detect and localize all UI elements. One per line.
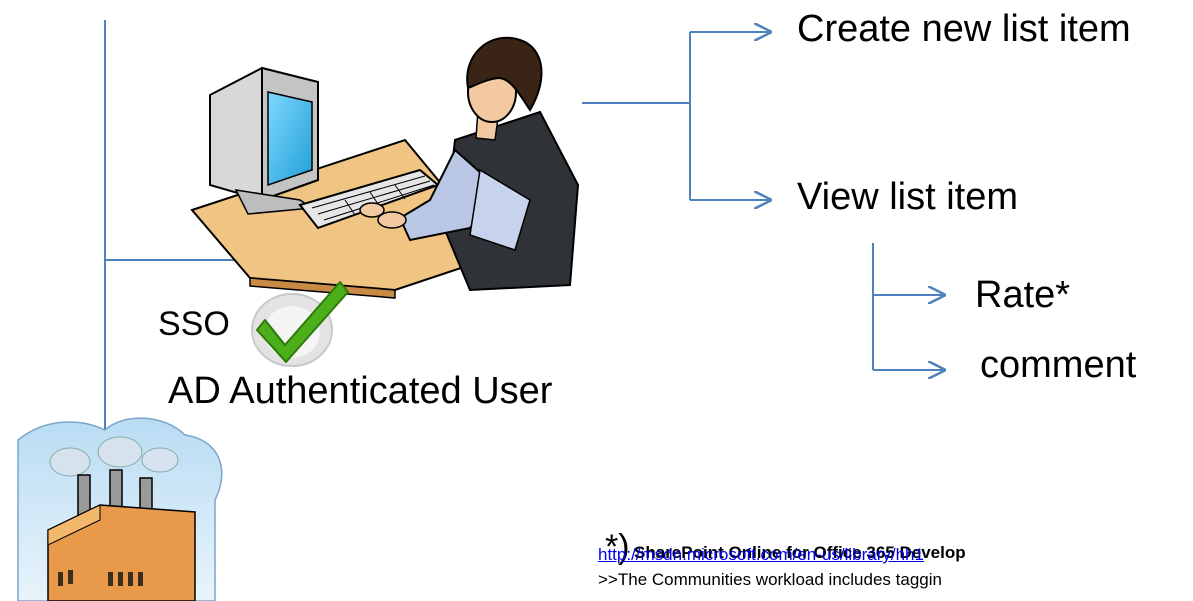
view-list-item-label: View list item	[797, 176, 1019, 218]
footnote-link[interactable]: http://msdn.microsoft.com/en-us/library/…	[598, 545, 924, 564]
footnote-title-text: SharePoint Online for Office 365 Develop	[634, 543, 966, 562]
ad-authenticated-user-label: AD Authenticated User	[168, 370, 553, 412]
connector-lines	[104, 20, 944, 440]
comment-label: comment	[980, 344, 1137, 386]
create-list-item-label: Create new list item	[797, 8, 1131, 50]
footnote-note: >>The Communities workload includes tagg…	[598, 570, 942, 589]
footnote-mark: *)	[605, 528, 630, 566]
person-at-computer-icon	[190, 36, 580, 299]
sso-label: SSO	[158, 305, 230, 343]
rate-label: Rate*	[975, 274, 1071, 316]
green-check-icon	[251, 281, 349, 367]
footnote-title: *) SharePoint Online for Office 365 Deve…	[605, 530, 966, 564]
factory-icon	[17, 417, 223, 601]
